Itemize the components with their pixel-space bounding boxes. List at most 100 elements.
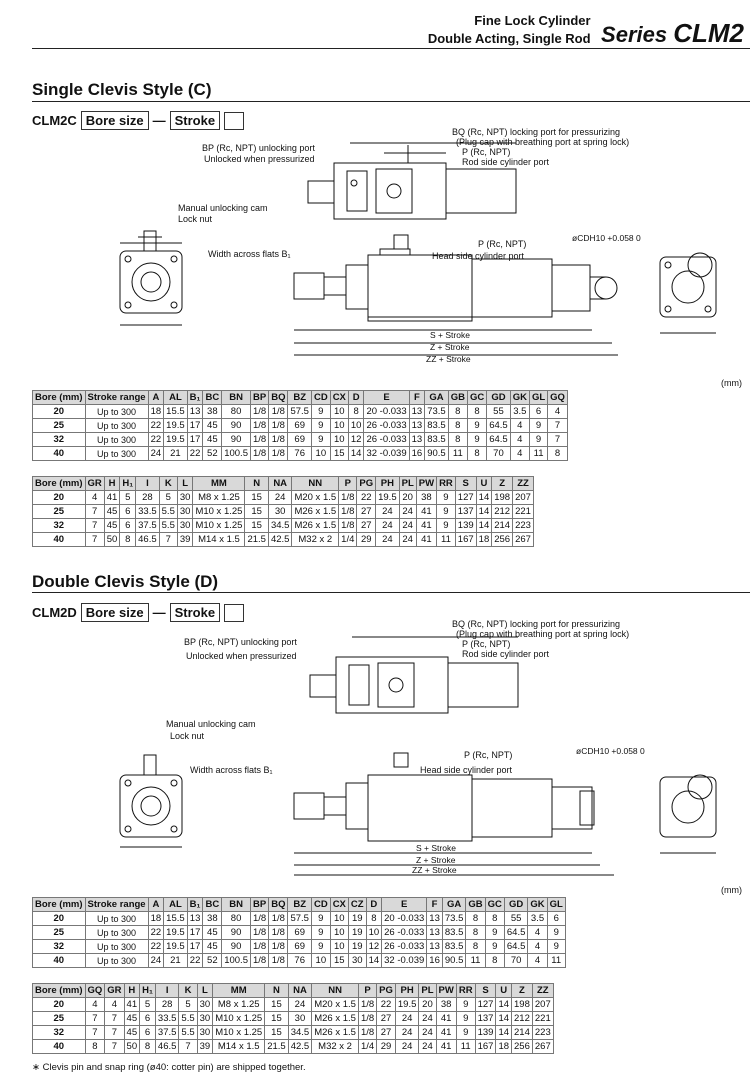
table-cell: 137 bbox=[454, 504, 477, 519]
table-cell: 10 bbox=[329, 418, 349, 433]
model-stroke-box: Stroke bbox=[169, 111, 221, 130]
table-cell: 32 bbox=[32, 1025, 86, 1040]
table-cell: 19 bbox=[347, 939, 367, 954]
table-cell: 13 bbox=[426, 911, 443, 926]
table-cell: 70 bbox=[503, 953, 529, 968]
table-cell: Up to 300 bbox=[84, 925, 149, 940]
table-cell: 1/8 bbox=[357, 1025, 378, 1040]
label-rod-port-d: Rod side cylinder port bbox=[462, 649, 550, 659]
table-cell: 13 bbox=[186, 911, 204, 926]
label-unlocked-d: Unlocked when pressurized bbox=[186, 651, 297, 661]
column-header: GD bbox=[503, 897, 529, 912]
table-cell: 8 bbox=[466, 404, 488, 419]
table-cell: 17 bbox=[186, 418, 204, 433]
table-cell: 41 bbox=[123, 997, 141, 1012]
drawing-single-clevis: BQ (Rc, NPT) locking port for pressurizi… bbox=[32, 125, 750, 375]
table-cell: 41 bbox=[415, 518, 438, 533]
column-header: L bbox=[176, 476, 194, 491]
table-cell: 27 bbox=[356, 504, 377, 519]
table-cell: 30 bbox=[176, 490, 194, 505]
table-cell: 16 bbox=[426, 953, 443, 968]
table-cell: 1/8 bbox=[338, 490, 358, 505]
table-cell: 30 bbox=[176, 504, 194, 519]
column-header: S bbox=[474, 983, 497, 998]
table-cell: 1/8 bbox=[268, 404, 289, 419]
table-cell: 13 bbox=[426, 939, 443, 954]
column-header: GD bbox=[486, 390, 511, 405]
table-cell: 38 bbox=[202, 911, 223, 926]
table-cell: 24 bbox=[287, 997, 313, 1012]
label-width-flats-d: Width across flats B₁ bbox=[190, 765, 273, 775]
table-cell: 83.5 bbox=[441, 925, 467, 940]
table-cell: M14 x 1.5 bbox=[192, 532, 246, 547]
table-cell: 9 bbox=[436, 490, 456, 505]
table-cell: 26 -0.033 bbox=[363, 432, 410, 447]
column-header: CD bbox=[310, 390, 331, 405]
table-cell: 11 bbox=[455, 1039, 476, 1054]
column-header: U bbox=[475, 476, 493, 491]
column-header: CX bbox=[329, 390, 349, 405]
table-cell: 41 bbox=[435, 1011, 457, 1026]
table-cell: 57.5 bbox=[287, 911, 312, 926]
table-cell: 80 bbox=[221, 404, 251, 419]
table-cell: 90 bbox=[221, 432, 251, 447]
table-cell: 9 bbox=[310, 911, 331, 926]
table-cell: 37.5 bbox=[135, 518, 160, 533]
table-cell: 76 bbox=[287, 953, 312, 968]
table-cell: 41 bbox=[415, 504, 438, 519]
column-header: L bbox=[196, 983, 214, 998]
table-cell: 25 bbox=[32, 1011, 86, 1026]
table-cell: 15 bbox=[244, 490, 269, 505]
column-header: BZ bbox=[287, 390, 312, 405]
table-cell: 13 bbox=[408, 432, 426, 447]
column-header: PL bbox=[398, 476, 417, 491]
label-head-port-d: Head side cylinder port bbox=[420, 765, 513, 775]
table-cell: 8 bbox=[484, 953, 505, 968]
table-cell: 45 bbox=[202, 418, 223, 433]
column-header: D bbox=[365, 897, 383, 912]
table-cell: 9 bbox=[455, 997, 476, 1012]
label-manual-d: Manual unlocking cam bbox=[166, 719, 256, 729]
table-cell: 76 bbox=[287, 446, 312, 461]
table-cell: 20 -0.033 bbox=[363, 404, 410, 419]
model-prefix: CLM2C bbox=[32, 113, 77, 128]
table-cell: 15 bbox=[264, 1025, 289, 1040]
table-cell: 5 bbox=[119, 490, 137, 505]
table-cell: 69 bbox=[287, 432, 312, 447]
table-cell: 1/8 bbox=[357, 997, 378, 1012]
column-header: H bbox=[123, 983, 141, 998]
table-cell: M20 x 1.5 bbox=[291, 490, 340, 505]
table-cell: 10 bbox=[310, 953, 331, 968]
table-cell: 11 bbox=[447, 446, 468, 461]
table-cell: M10 x 1.25 bbox=[212, 1025, 266, 1040]
table-cell: 40 bbox=[32, 532, 86, 547]
table-cell: 256 bbox=[511, 1039, 533, 1054]
column-header: BN bbox=[221, 390, 251, 405]
table-cell: 40 bbox=[32, 1039, 86, 1054]
column-header: B₁ bbox=[186, 897, 204, 912]
table-cell: 4 bbox=[509, 418, 530, 433]
table-cell: 73.5 bbox=[424, 404, 449, 419]
column-header: BN bbox=[221, 897, 251, 912]
table-cell: M8 x 1.25 bbox=[192, 490, 246, 505]
table-cell: 1/8 bbox=[338, 504, 358, 519]
table-cell: 11 bbox=[546, 953, 566, 968]
column-header: PG bbox=[356, 476, 377, 491]
column-header: P bbox=[338, 476, 358, 491]
label-cd-d: øCDH10 +0.058 0 bbox=[576, 746, 645, 756]
table-cell: 64.5 bbox=[486, 418, 511, 433]
table-cell: 9 bbox=[484, 925, 505, 940]
table-cell: 11 bbox=[528, 446, 549, 461]
table-cell: 22 bbox=[186, 446, 204, 461]
table-cell: 7 bbox=[104, 1011, 125, 1026]
table-cell: 24 bbox=[418, 1039, 437, 1054]
table-cell: 1/4 bbox=[338, 532, 358, 547]
table-cell: 80 bbox=[221, 911, 251, 926]
label-p-top: P (Rc, NPT) bbox=[462, 147, 510, 157]
table-cell: 3.5 bbox=[509, 404, 530, 419]
table-cell: 15 bbox=[329, 953, 349, 968]
table-cell: 69 bbox=[287, 939, 312, 954]
table-cell: 6 bbox=[139, 1025, 156, 1040]
